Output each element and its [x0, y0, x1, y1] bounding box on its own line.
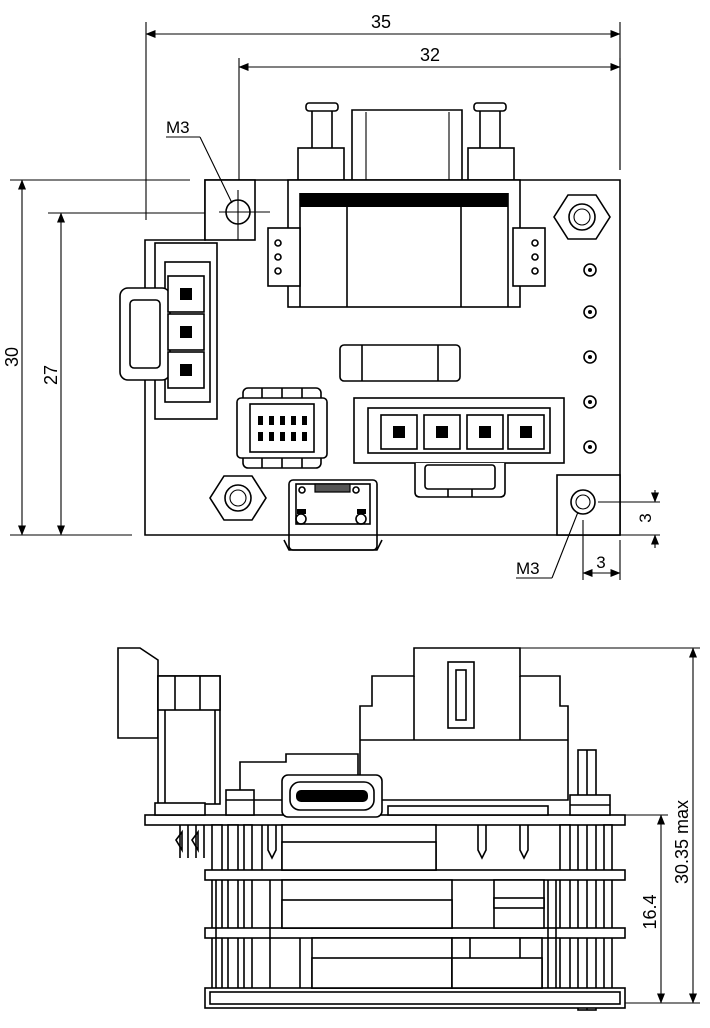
side-spring-pins [175, 825, 529, 860]
hex-nut-top-right [553, 194, 611, 240]
side-pcb-2 [204, 869, 626, 881]
dimension-hole-spacing-x: 32 [238, 45, 621, 190]
dimension-overall-height: 30.35 max [520, 647, 700, 1004]
dimension-hole-spacing-y-label: 27 [41, 365, 61, 385]
dimension-total-width: 35 [145, 12, 621, 220]
side-nuts [225, 789, 611, 816]
via-column [583, 263, 597, 454]
side-chips [281, 824, 545, 989]
hole-label-bottom: M3 [516, 559, 540, 578]
micro-usb-connector [283, 479, 383, 551]
side-pcb-3 [204, 927, 626, 939]
left-connector-3pin [119, 242, 218, 420]
dimension-overall-height-label: 30.35 max [672, 800, 692, 884]
side-left-connector [117, 647, 221, 805]
side-view: 30.35 max 16.4 [117, 647, 700, 1011]
top-connector [267, 102, 546, 308]
hex-nut-bottom-left [209, 475, 267, 521]
hole-label-top: M3 [166, 118, 190, 137]
dimension-hole-edge-y-label: 3 [636, 513, 655, 522]
connector-4pin [353, 397, 565, 498]
side-through-pins [215, 825, 557, 988]
dimension-hole-edge-y: 3 [598, 490, 660, 548]
dimension-hole-edge-x-label: 3 [596, 553, 605, 572]
side-top-connector [359, 647, 569, 801]
dimension-total-height-label: 30 [2, 347, 22, 367]
dimension-total-width-label: 35 [371, 12, 391, 32]
dimension-hole-edge-x: 3 [582, 520, 621, 580]
mounting-hole-bottom-right [556, 474, 621, 536]
top-view: 35 32 30 27 [2, 12, 660, 580]
dimension-hole-spacing-x-label: 32 [420, 45, 440, 65]
side-micro-usb [281, 774, 383, 818]
dimension-stack-height: 16.4 [625, 814, 668, 1004]
side-pcb-top [144, 814, 626, 826]
mounting-hole-top-left [204, 179, 270, 241]
header-10pin [236, 387, 328, 469]
fuse [339, 344, 461, 382]
dimension-stack-height-label: 16.4 [640, 894, 660, 929]
